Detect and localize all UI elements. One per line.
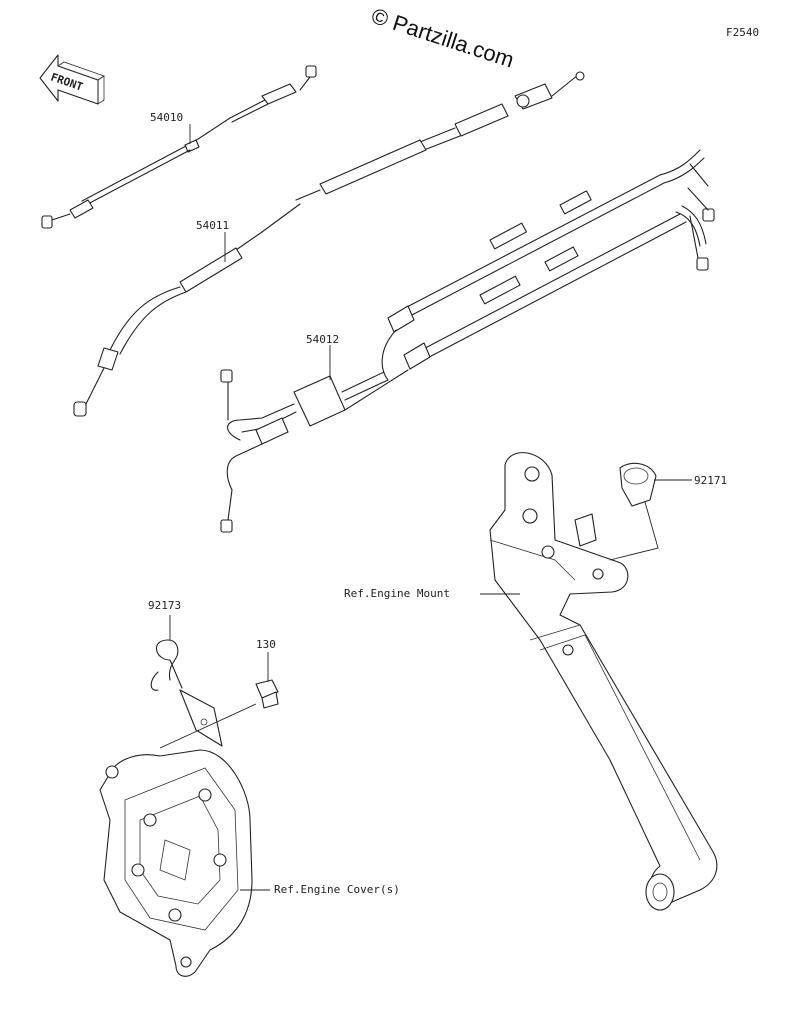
cable-54012: 54012 (220, 149, 715, 533)
bracket-92173: 92173 (148, 599, 223, 747)
engine-cover: Ref.Engine Cover(s) (99, 749, 400, 977)
ref-engine-cover: Ref.Engine Cover(s) (274, 883, 400, 896)
cable-54010: 54010 (41, 65, 317, 229)
ref-engine-mount: Ref.Engine Mount (344, 587, 450, 600)
front-arrow-icon: FRONT (39, 54, 105, 105)
watermark: © Partzilla.com (368, 3, 517, 73)
callout-92173: 92173 (148, 599, 181, 612)
cable-54011: 54011 (73, 71, 585, 417)
engine-mount-bracket: Ref.Engine Mount (344, 452, 718, 911)
clamp-92171: 92171 (609, 462, 727, 561)
callout-54012: 54012 (306, 333, 339, 346)
callout-54010: 54010 (150, 111, 183, 124)
callout-130: 130 (256, 638, 276, 651)
figure-code: F2540 (726, 26, 759, 39)
bolt-130: 130 (159, 638, 279, 749)
callout-54011: 54011 (196, 219, 229, 232)
callout-92171: 92171 (694, 474, 727, 487)
